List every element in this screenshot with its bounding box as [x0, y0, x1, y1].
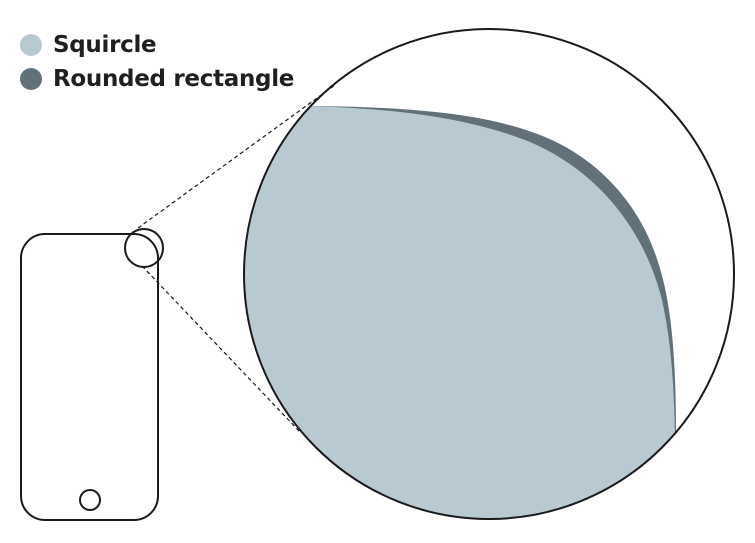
- corner-highlight-circle: [124, 228, 164, 268]
- zoom-guide-line-top: [137, 84, 336, 229]
- squircle-swatch-icon: [20, 34, 42, 56]
- zoom-guide-lines: [137, 84, 336, 433]
- home-button-icon: [79, 489, 101, 511]
- legend-label-squircle: Squircle: [53, 32, 157, 58]
- magnifier-lens-contents: [244, 106, 676, 519]
- legend-label-rounded-rectangle: Rounded rectangle: [53, 66, 295, 92]
- magnifier-lens-icon: [243, 28, 735, 520]
- zoom-guide-line-bottom: [141, 265, 301, 433]
- squircle-corner: [244, 106, 675, 519]
- legend: Squircle Rounded rectangle: [20, 28, 294, 96]
- legend-item-rounded-rectangle: Rounded rectangle: [20, 62, 294, 96]
- rounded-rectangle-swatch-icon: [20, 68, 42, 90]
- phone-outline-icon: [20, 233, 159, 521]
- legend-item-squircle: Squircle: [20, 28, 294, 62]
